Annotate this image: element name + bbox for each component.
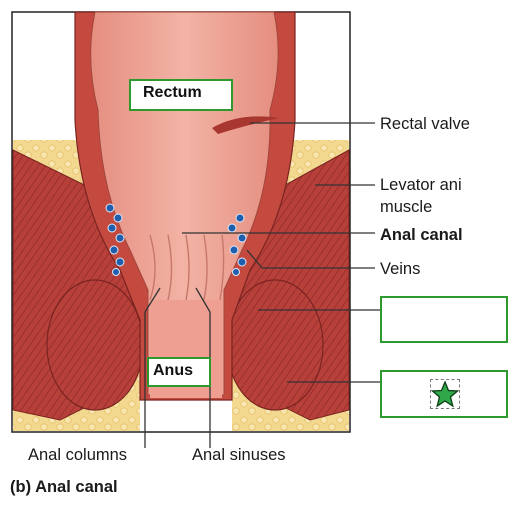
blank-label-box-lower[interactable]: [380, 370, 508, 418]
veins-label: Veins: [380, 260, 421, 278]
leader-lines: [144, 122, 380, 448]
levator-ani-label-line1: Levator ani: [380, 176, 462, 194]
sphincter-right: [226, 279, 324, 411]
anal-sinuses-label: Anal sinuses: [192, 446, 286, 464]
anal-columns-label: Anal columns: [28, 446, 128, 464]
anal-column-folds: [149, 234, 225, 301]
veins-right: [227, 213, 247, 276]
caption-part: (b): [10, 478, 32, 496]
anus-label-box: [147, 357, 211, 387]
anal-canal-label: Anal canal: [380, 226, 463, 244]
figure-caption: (b) Anal canal: [10, 478, 118, 497]
blank-label-box-upper[interactable]: [380, 296, 508, 343]
caption-title: Anal canal: [35, 478, 118, 496]
anus-label: Anus: [153, 362, 193, 379]
rectal-valve-label: Rectal valve: [380, 115, 470, 133]
star-icon: [430, 380, 460, 408]
star-marker[interactable]: [430, 379, 460, 409]
levator-ani-label-line2: muscle: [380, 198, 433, 216]
sphincter-left: [46, 279, 144, 411]
veins-left: [105, 203, 125, 276]
rectal-valve-fold: [212, 116, 280, 134]
rectum-label-box: [129, 79, 233, 111]
rectum-label: Rectum: [143, 84, 202, 101]
leader-veins-branch: [246, 249, 263, 269]
